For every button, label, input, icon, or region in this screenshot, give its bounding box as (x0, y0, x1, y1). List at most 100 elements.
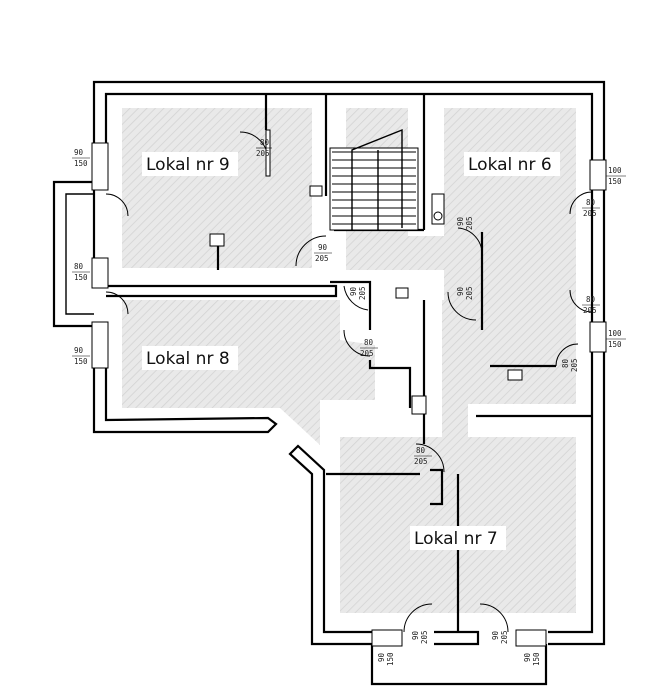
dim-door-room-6-low: 80 205 (561, 358, 579, 372)
outer-wall-inner (104, 92, 594, 160)
dim-window-left-mid: 80 150 (72, 262, 90, 282)
room-8-label-bg (142, 346, 238, 370)
room-7-label-bg (410, 526, 506, 550)
door-hall-w-swing (295, 235, 327, 267)
dim-door-corridor-east: 90 205 (456, 216, 474, 230)
floor-corridor (346, 236, 470, 270)
door-entry-r-swing (479, 603, 509, 633)
walls (52, 80, 606, 686)
dim-window-left-low: 90 150 (72, 346, 90, 366)
dim-top: 90 (74, 148, 84, 157)
dim-bottom: 205 (500, 630, 509, 644)
room-7-label: Lokal nr 7 (414, 529, 498, 549)
window-right-top (589, 159, 607, 191)
door-stair-e-swing (343, 285, 369, 311)
wall-r9-r8 (106, 284, 338, 298)
room-6-label: Lokal nr 6 (468, 155, 552, 175)
wall-r7-box (430, 468, 444, 506)
dim-top: 100 (608, 329, 622, 338)
dim-door-room-6-top: 80 205 (582, 198, 600, 218)
dim-door-entry-left: 90 205 (411, 630, 429, 644)
door-left-annex-swing (105, 193, 129, 217)
dim-bottom: 150 (74, 273, 88, 282)
window-left-top (91, 142, 109, 191)
dim-window-bottom-left: 90 150 (377, 652, 395, 666)
dim-top: 90 (377, 652, 386, 662)
dim-door-center: 90 205 (456, 286, 474, 300)
fixtures (209, 185, 523, 415)
door-center-swing (447, 291, 477, 321)
outer-bottom-left (288, 444, 372, 646)
radiator-icon (309, 185, 323, 197)
radiator-icon (507, 369, 523, 381)
meter-dial-icon (433, 211, 443, 221)
room-labels: Lokal nr 9 Lokal nr 6 Lokal nr 8 Lokal n… (142, 152, 560, 550)
dim-bottom: 150 (74, 159, 88, 168)
dim-top: 90 (456, 216, 465, 226)
outer-left-low-outer (92, 368, 278, 434)
window-bottom-r (515, 629, 547, 647)
wall-entry-stub (434, 630, 480, 646)
radiator-icon (411, 395, 427, 415)
dimension-labels: 90 150 80 150 90 150 100 150 100 150 80 … (72, 138, 626, 666)
dim-bottom: 205 (583, 306, 597, 315)
dim-top: 80 (586, 295, 596, 304)
outer-wall-outer (92, 80, 606, 160)
dim-window-right-low: 100 150 (606, 329, 626, 349)
dim-top: 80 (260, 138, 270, 147)
dim-bottom: 205 (414, 457, 428, 466)
dim-top: 80 (561, 358, 570, 368)
wall-hall-south (330, 280, 372, 330)
dim-door-room-7-top: 80 205 (414, 446, 432, 466)
dim-bottom: 205 (465, 216, 474, 230)
dim-bottom: 205 (360, 349, 374, 358)
outer-right-low-outer (548, 352, 606, 646)
room-6-label-bg (464, 152, 560, 176)
dim-bottom: 205 (465, 286, 474, 300)
door-room-9-leaf (265, 129, 271, 177)
dim-window-left-top: 90 150 (72, 148, 90, 168)
windows (91, 142, 607, 647)
door-r6-low-swing (555, 343, 579, 367)
dim-top: 90 (523, 652, 532, 662)
dim-bottom: 205 (256, 149, 270, 158)
dim-door-stair-east: 90 205 (349, 286, 367, 300)
dim-top: 90 (74, 346, 84, 355)
staircase (329, 128, 419, 231)
dim-top: 90 (411, 630, 420, 640)
entry-vestibule (370, 644, 548, 686)
dim-door-entry-right: 90 205 (491, 630, 509, 644)
dim-bottom: 205 (358, 286, 367, 300)
door-r6-mid-swing (569, 289, 593, 313)
dim-bottom: 205 (570, 358, 579, 372)
radiator-icon (395, 287, 409, 299)
dim-window-right-top: 100 150 (606, 166, 626, 186)
dim-door-room-9: 80 205 (256, 138, 272, 158)
window-bottom-l (371, 629, 403, 647)
dim-bottom: 150 (386, 652, 395, 666)
dim-top: 80 (586, 198, 596, 207)
dim-window-bottom-right: 90 150 (523, 652, 541, 666)
stair-rail (351, 128, 403, 230)
dim-bottom: 150 (532, 652, 541, 666)
outer-right-low-inner (548, 352, 594, 634)
dim-bottom: 205 (315, 254, 329, 263)
dim-top: 90 (318, 243, 328, 252)
door-left-annex-low-swing (105, 291, 129, 315)
dim-top: 80 (74, 262, 84, 271)
dim-top: 100 (608, 166, 622, 175)
door-r8-swing (343, 329, 371, 357)
doors (105, 129, 593, 633)
dim-bottom: 205 (420, 630, 429, 644)
room-9-label-bg (142, 152, 238, 176)
radiator-icon (209, 233, 225, 247)
dim-top: 90 (456, 286, 465, 296)
window-right-low (589, 321, 607, 353)
room-8-label: Lokal nr 8 (146, 349, 230, 369)
dim-door-room-6-mid: 80 205 (582, 295, 600, 315)
dim-bottom: 150 (74, 357, 88, 366)
door-corridor-e-swing (457, 227, 483, 255)
left-annex-inner (65, 193, 94, 315)
room-9-label: Lokal nr 9 (146, 155, 230, 175)
